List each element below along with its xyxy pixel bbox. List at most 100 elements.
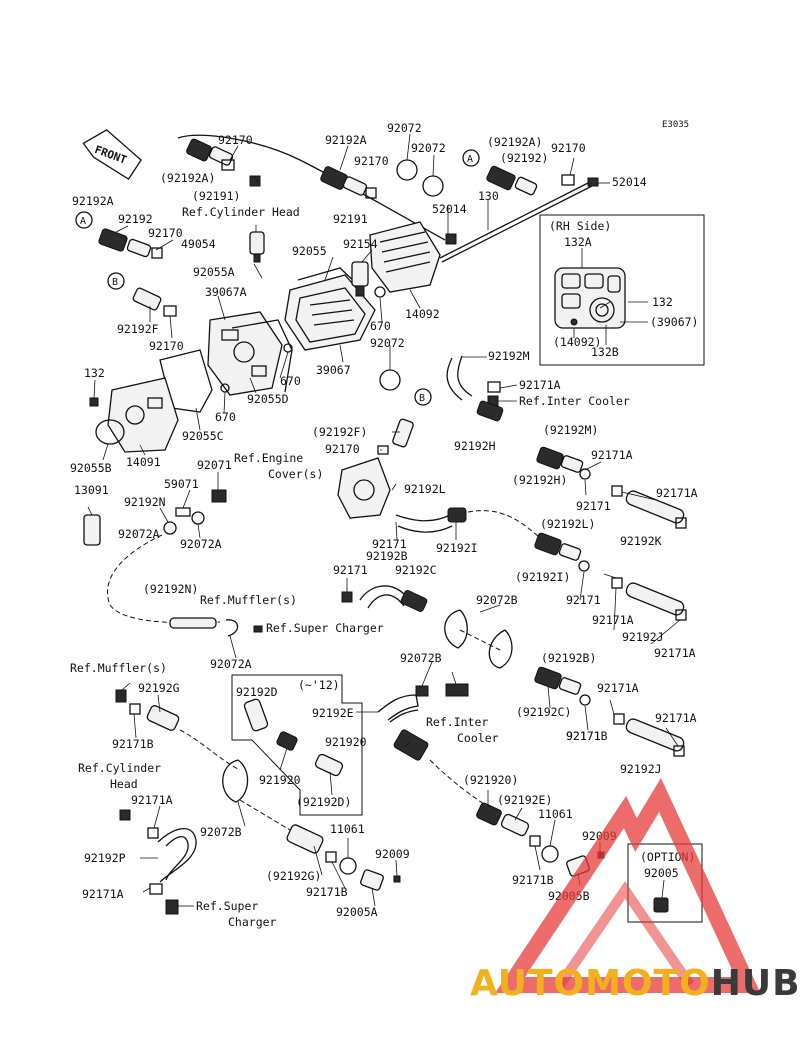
part-label: 92170 [354,154,389,168]
part-label: 132 [84,366,105,380]
part-label: 92171B [306,885,348,899]
hose-92192g-lower [286,824,324,854]
part-label: 92171A [519,378,561,392]
hose-92192h-right [536,446,564,470]
gasket-11061-b [541,845,559,863]
part-label: 92171A [597,681,639,695]
watermark-triangle-icon [495,777,761,993]
clamp-92171-b [341,591,353,603]
part-label: 11061 [538,807,573,821]
part-label: 13091 [74,483,109,497]
part-label: (92192G) [266,869,321,883]
part-label: 92170 [218,133,253,147]
part-label: 92171 [372,537,407,551]
svg-text:A: A [467,154,473,165]
part-label: 92192M [488,349,530,363]
svg-text:B: B [419,393,425,404]
part-label: 92072 [411,141,446,155]
part-label: 92154 [343,237,378,251]
part-label: 92171B [566,729,608,743]
part-label: 92055A [193,265,235,279]
hose-921920-lower [476,802,502,826]
gasket-92055d [231,319,293,393]
front-tag: FRONT [93,143,129,167]
svg-text:A: A [80,216,86,227]
clamp-92171b-d [529,835,541,847]
part-label: 92192A [72,194,114,208]
part-label: 92005 [644,866,679,880]
hose-92192c [400,590,428,612]
part-label: Ref.Engine [234,451,303,465]
part-label: 92072B [200,825,242,839]
part-label: 92072A [180,537,222,551]
part-label: 92192P [84,851,126,865]
bracket-13091 [83,514,101,546]
part-label: Ref.Inter [426,715,488,729]
part-label: 670 [280,374,301,388]
hose-92192e [377,694,419,721]
clamp-92171a-lower [147,827,159,839]
part-label: 92171A [654,646,696,660]
year-range-box [231,674,363,816]
hose-92192a-mid [320,166,377,199]
part-label: Ref.Muffler(s) [200,593,297,607]
plug-92005a [360,869,384,891]
part-label: 92192C [395,563,437,577]
part-label: 92171A [591,448,633,462]
hose-92192i-right [534,532,562,556]
part-label: Ref.Super Charger [266,621,384,635]
fitting-super-charger [253,625,263,633]
part-label: (92192I) [515,570,570,584]
hose-921920-box [276,731,298,751]
diagram-code: E3035 [662,120,689,130]
callout-a-1: A [462,149,480,167]
watermark-text-part2: HUB [711,963,800,1004]
part-label: 92170 [325,442,360,456]
part-label: (~'12) [298,678,340,692]
part-label: 92192I [436,541,478,555]
fitting-92191 [249,175,261,187]
part-label: 92192L [404,482,446,496]
part-label: (92192C) [516,705,571,719]
part-label: 59071 [164,477,199,491]
part-label: 92170 [551,141,586,155]
fitting-92071 [211,489,227,503]
engine-cover-fitting [337,457,391,519]
part-label: 92055 [292,244,327,258]
water-pump-cover-14092 [369,221,441,293]
part-label: 921920 [259,773,301,787]
hose-92192c-right [534,666,562,690]
part-label: 92071 [197,458,232,472]
part-label: (92192B) [541,651,596,665]
part-label: 132 [652,295,673,309]
part-label: (RH Side) [549,219,611,233]
clamp-92072b-c [222,759,249,803]
cover-39067a [207,311,283,396]
part-label: 92072 [370,336,405,350]
watermark-text: AUTOMOTOHUB [470,963,800,1004]
part-label: 92192J [622,630,664,644]
clamp-92072a-a [191,511,205,525]
part-label: 92055B [70,461,112,475]
part-label: 92192H [454,439,496,453]
part-label: 921920 [325,735,367,749]
upper-hose-line [177,134,446,241]
part-label: 92192F [117,322,159,336]
clamp-92072b-b [488,629,513,669]
clamp-92072a-c [225,619,239,637]
part-label: Ref.Super [196,899,258,913]
sensor-49054 [249,231,265,263]
part-label: 92072B [400,651,442,665]
part-label: 92005A [336,905,378,919]
part-label: 92171B [512,873,554,887]
part-label: (92191) [192,189,240,203]
rh-side-inset [539,214,705,366]
oring-670-a [374,286,386,298]
hose-92192a-right [486,165,599,196]
bolt-92009-a [393,875,401,883]
part-label: 132B [591,345,619,359]
part-label: 92171B [112,737,154,751]
part-label: 92072 [387,121,422,135]
part-label: Ref.Inter Cooler [519,394,630,408]
